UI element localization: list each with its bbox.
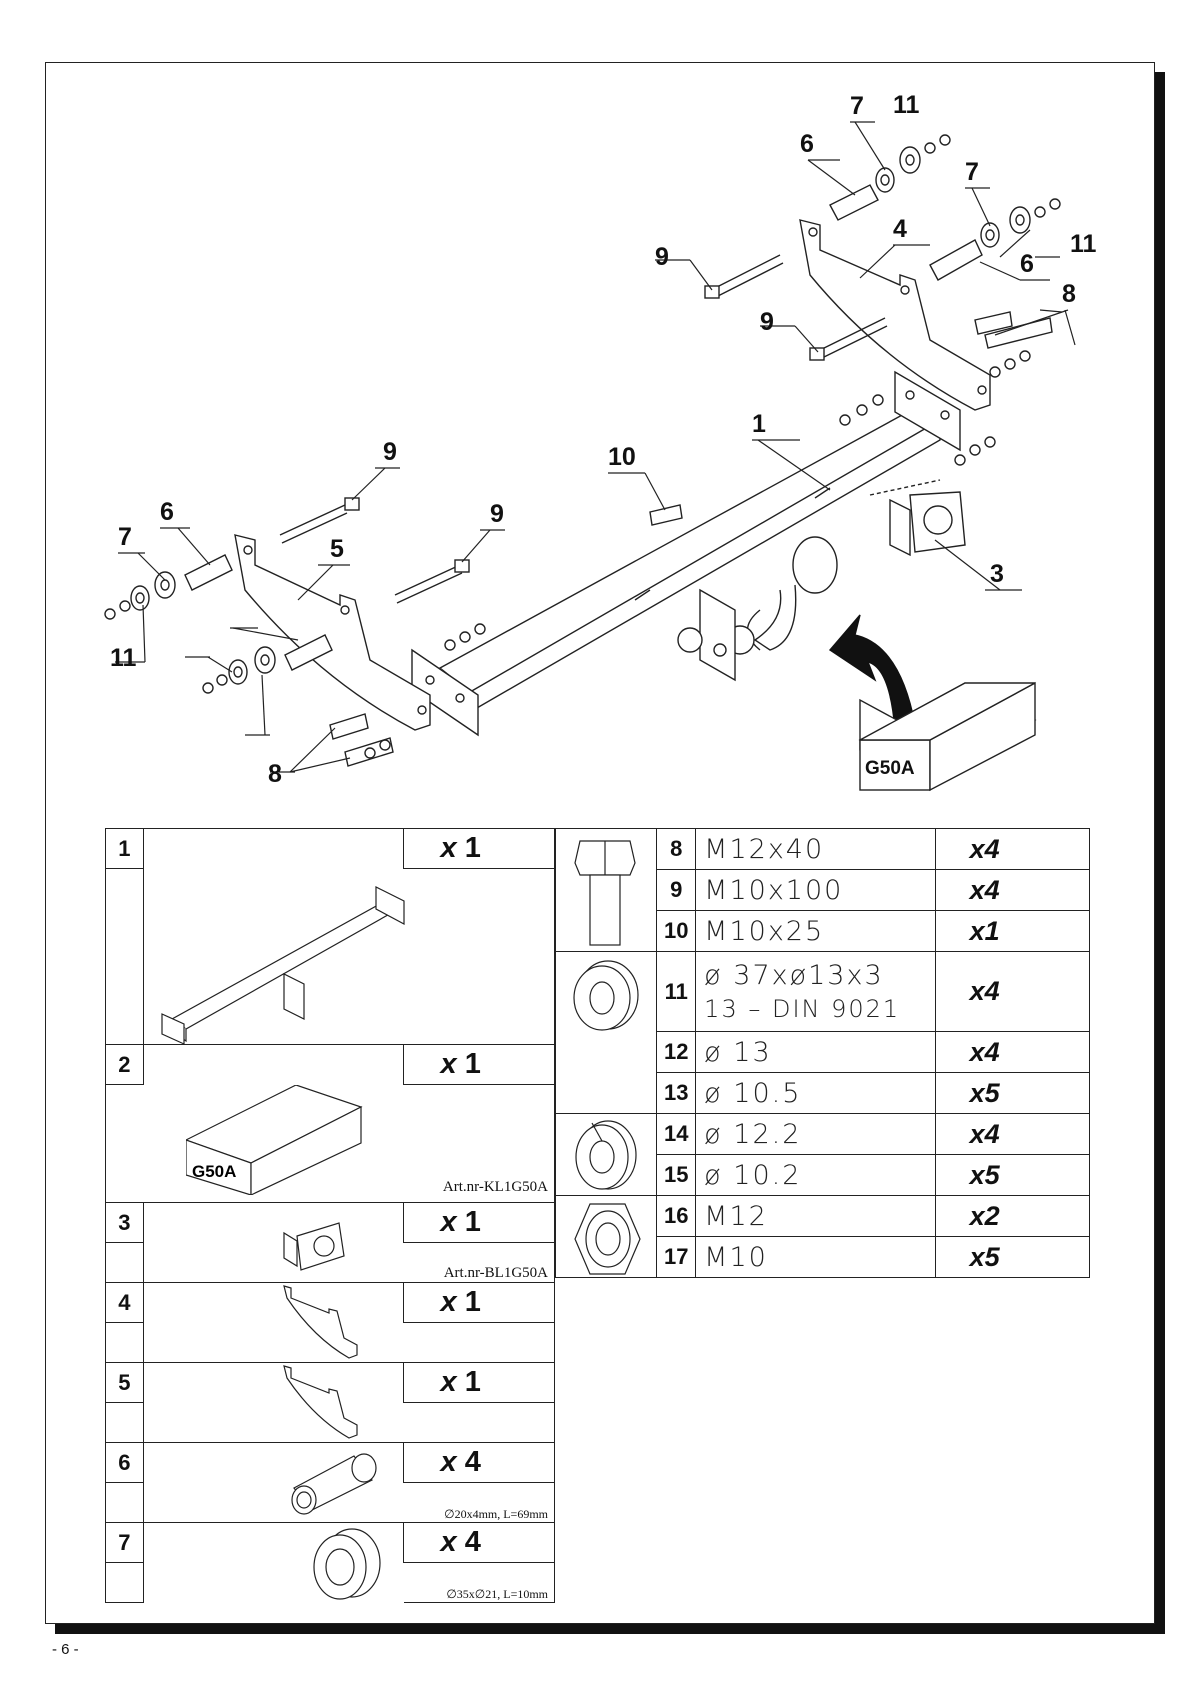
- part-qty: x 4: [403, 1442, 555, 1483]
- part-num: 5: [105, 1362, 144, 1403]
- part-2-drawing: G50A: [186, 1085, 363, 1195]
- page-number: - 6 -: [52, 1641, 79, 1658]
- callout-8b: 8: [268, 760, 282, 788]
- callout-11c: 11: [110, 644, 137, 672]
- part-qty: x 1: [403, 1282, 555, 1323]
- part-4-drawing: [283, 1285, 358, 1359]
- callout-7a: 7: [850, 92, 864, 120]
- part-2-artnr: Art.nr-KL1G50A: [442, 1179, 548, 1195]
- part-qty: x4: [934, 828, 1091, 870]
- box-label: G50A: [865, 758, 915, 779]
- spacers: [184, 184, 983, 671]
- part-1-drawing: [161, 886, 405, 1045]
- part-spec: M10x100: [695, 869, 936, 911]
- callout-9a: 9: [383, 438, 397, 466]
- part-num: 13: [656, 1072, 697, 1114]
- callout-1: 1: [752, 410, 766, 438]
- part-spec: M12x40: [695, 828, 936, 870]
- part-qty: x 4: [403, 1522, 555, 1563]
- callout-11a: 11: [893, 91, 920, 119]
- part-qty: x4: [934, 1031, 1091, 1073]
- side-bracket-right: [799, 219, 991, 411]
- part-num: 2: [105, 1044, 144, 1085]
- callout-labels: 1 3 4 5 6 6 6 7 7 7 8 8 9 9 9 9 10 11 11…: [110, 91, 1097, 788]
- callout-9b: 9: [490, 500, 504, 528]
- callout-5: 5: [330, 535, 344, 563]
- exploded-diagram: G50A 1 3 4 5 6 6 6 7 7 7 8 8 9 9 9 9 10 …: [104, 91, 1097, 792]
- washers-nuts: [104, 134, 1061, 759]
- curved-arrow: [828, 614, 916, 731]
- tow-ball: [677, 536, 838, 682]
- callout-6b: 6: [1020, 250, 1034, 278]
- callout-10: 10: [608, 443, 636, 471]
- part-spec: M10x25: [695, 910, 936, 952]
- callout-11b: 11: [1070, 230, 1097, 258]
- callout-7b: 7: [965, 158, 979, 186]
- part-num: 4: [105, 1282, 144, 1323]
- part-qty: x5: [934, 1154, 1091, 1196]
- part-num: 8: [656, 828, 697, 870]
- leader-lines: [115, 121, 1076, 773]
- part-num: 11: [656, 951, 697, 1032]
- part-qty: x4: [934, 951, 1091, 1032]
- part-spec: ø 10.2: [695, 1154, 936, 1196]
- part-spec: ø 13: [695, 1031, 936, 1073]
- part-num: 17: [656, 1236, 697, 1278]
- part-3-artnr: Art.nr-BL1G50A: [443, 1265, 548, 1281]
- callout-3: 3: [990, 560, 1004, 588]
- nut-icon: [574, 1203, 641, 1275]
- part-qty: x5: [934, 1072, 1091, 1114]
- part-spec: M12: [695, 1195, 936, 1237]
- part-qty: x 1: [403, 828, 555, 869]
- callout-9d: 9: [760, 308, 774, 336]
- part-num: 6: [105, 1442, 144, 1483]
- part-6-drawing: [291, 1453, 377, 1515]
- part-qty: x 1: [403, 1044, 555, 1085]
- part-5-drawing: [283, 1365, 358, 1439]
- part-7-drawing: [313, 1528, 381, 1600]
- parts-table-right: 8 M12x40 x4 9 M10x100 x4 10 M10x25 x1 11…: [554, 828, 1091, 1278]
- spring-washer-icon: [575, 1120, 637, 1190]
- callout-9c: 9: [655, 243, 669, 271]
- callout-8a: 8: [1062, 280, 1076, 308]
- part-num: 15: [656, 1154, 697, 1196]
- part-qty: x1: [934, 910, 1091, 952]
- part-qty: x 1: [403, 1362, 555, 1403]
- part-qty: x 1: [403, 1202, 555, 1243]
- part-qty: x2: [934, 1195, 1091, 1237]
- callout-7c: 7: [118, 523, 132, 551]
- part-spec: ø 10.5: [695, 1072, 936, 1114]
- washer-icon: [573, 960, 639, 1031]
- part-spec: M10: [695, 1236, 936, 1278]
- part-3-drawing: [283, 1222, 345, 1271]
- part-2-box-label: G50A: [192, 1162, 236, 1181]
- side-bracket-left: [234, 534, 431, 731]
- part-6-dimensions: ∅20x4mm, L=69mm: [444, 1507, 548, 1521]
- part-qty: x4: [934, 869, 1091, 911]
- kit-box: [858, 681, 1037, 792]
- part-qty: x5: [934, 1236, 1091, 1278]
- socket-bracket: [869, 479, 966, 557]
- part-num: 1: [105, 828, 144, 869]
- callout-4: 4: [893, 215, 907, 243]
- part-qty: x4: [934, 1113, 1091, 1155]
- part-num: 7: [105, 1522, 144, 1563]
- callout-6a: 6: [800, 130, 814, 158]
- main-crossbar: [411, 370, 961, 737]
- bolt-icon: [574, 840, 636, 946]
- parts-table-left: 1 x 1 2 x 1: [105, 828, 555, 1603]
- part-spec: ø 12.2: [695, 1113, 936, 1155]
- part-num: 14: [656, 1113, 697, 1155]
- part-num: 3: [105, 1202, 144, 1243]
- part-7-dimensions: ∅35x∅21, L=10mm: [446, 1587, 548, 1601]
- callout-6c: 6: [160, 498, 174, 526]
